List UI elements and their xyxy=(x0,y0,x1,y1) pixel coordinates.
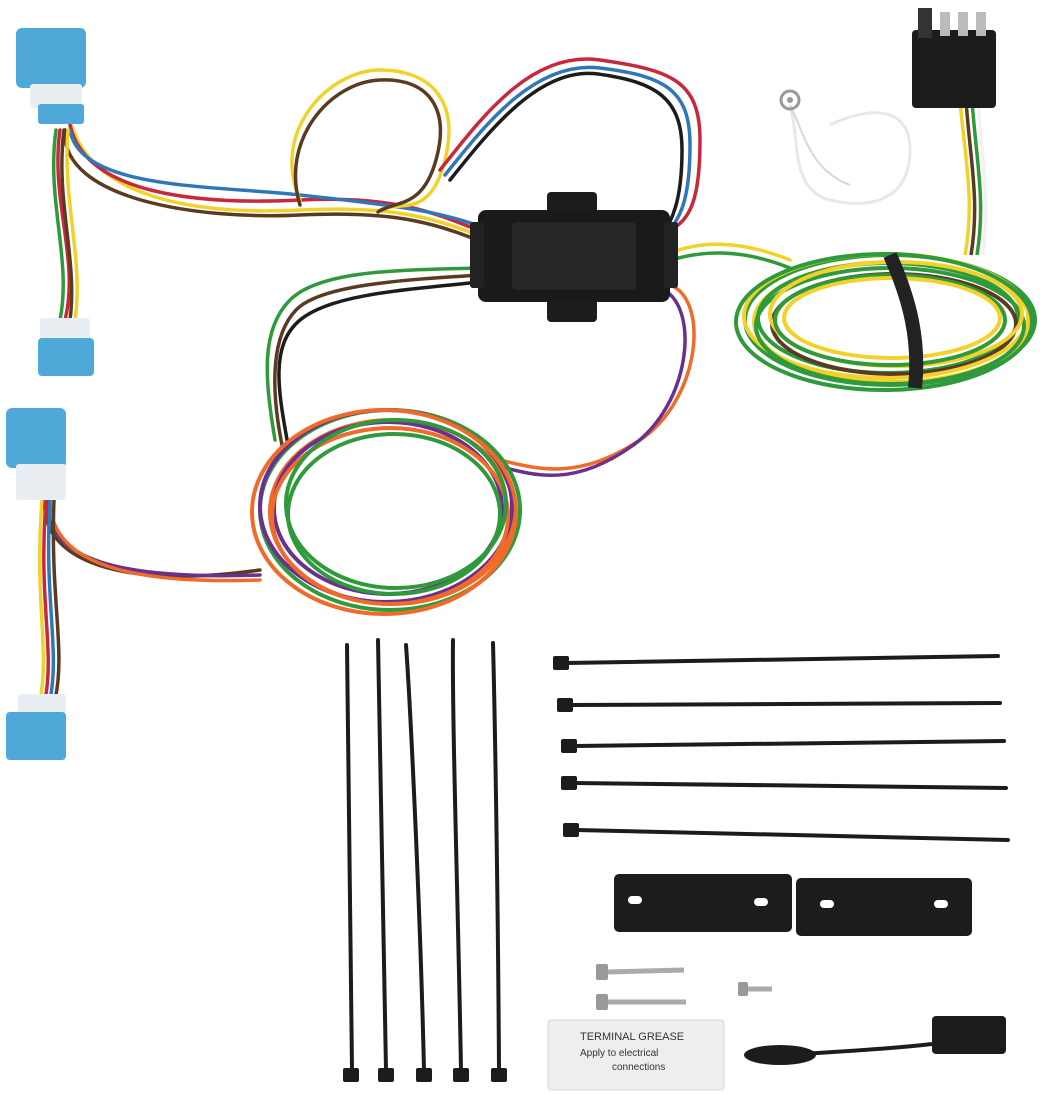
cable-ties-vertical xyxy=(345,638,501,1072)
trailer-plug-wires xyxy=(958,99,988,256)
vehicle-connector-top-left xyxy=(16,28,86,124)
mounting-brackets xyxy=(614,874,972,936)
trailer-4-way-plug xyxy=(912,8,996,108)
grease-packet-title: TERMINAL GREASE xyxy=(580,1031,684,1043)
vehicle-connector-mid-left xyxy=(38,318,94,376)
lower-harness-wires xyxy=(37,266,696,702)
wire-coil-lower xyxy=(250,408,522,616)
screws xyxy=(596,964,772,1010)
vehicle-connector-left xyxy=(6,408,66,500)
wire-coil-right xyxy=(734,252,1037,392)
upper-harness-wires xyxy=(51,57,792,322)
cable-tie-heads-vertical xyxy=(343,1068,507,1082)
converter-box xyxy=(470,192,678,322)
cable-tie-heads-horizontal xyxy=(553,656,579,837)
grease-packet-line2: connections xyxy=(612,1062,665,1073)
ground-wire xyxy=(779,89,912,205)
grease-packet-line1: Apply to electrical xyxy=(580,1048,658,1059)
terminal-grease-packet: TERMINAL GREASE Apply to electrical conn… xyxy=(547,1019,725,1091)
cable-ties-horizontal xyxy=(564,654,1010,842)
vehicle-connector-bottom-left xyxy=(6,694,66,760)
dust-cap xyxy=(744,1016,1006,1065)
